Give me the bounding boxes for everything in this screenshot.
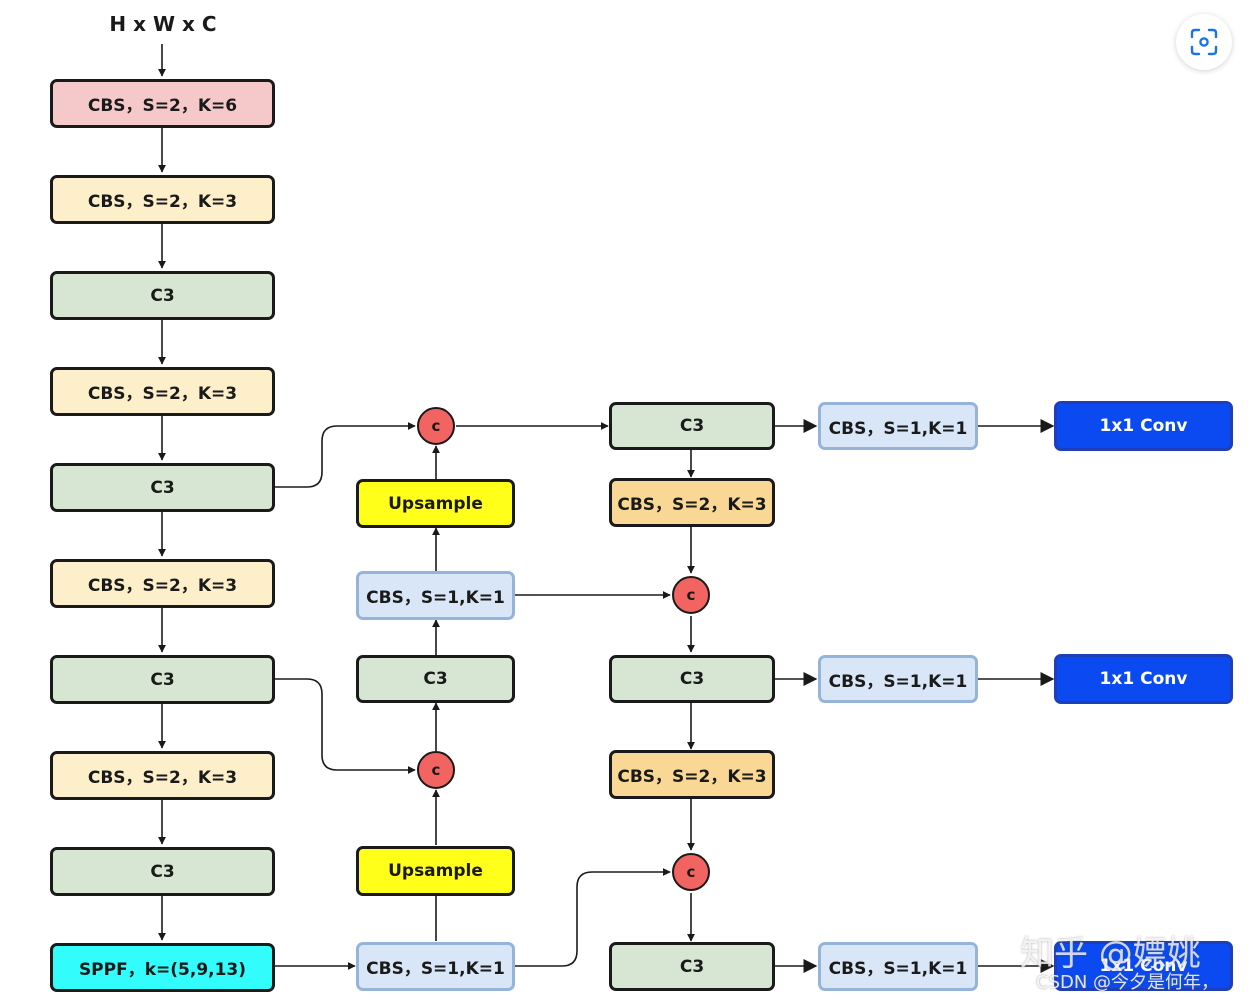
concat-node-lower: c [417, 751, 455, 789]
backbone-cbs-1: CBS，S=2，K=3 [50, 175, 275, 224]
input-shape-label: H x W x C [109, 12, 217, 36]
head-cbs-1: CBS，S=1,K=1 [818, 402, 978, 450]
neck-c3: C3 [356, 655, 515, 703]
backbone-c3-2: C3 [50, 463, 275, 512]
pan-cbs-down-1: CBS，S=2，K=3 [609, 478, 775, 527]
head-conv-2: 1x1 Conv [1054, 654, 1233, 704]
head-conv-1: 1x1 Conv [1054, 401, 1233, 451]
backbone-cbs-3: CBS，S=2，K=3 [50, 559, 275, 608]
head-cbs-2: CBS，S=1,K=1 [818, 655, 978, 703]
neck-cbs-bottom: CBS，S=1,K=1 [356, 942, 515, 991]
backbone-cbs-4: CBS，S=2，K=3 [50, 751, 275, 800]
backbone-cbs-k6: CBS，S=2，K=6 [50, 79, 275, 128]
backbone-c3-4: C3 [50, 847, 275, 896]
sppf-block: SPPF，k=(5,9,13) [50, 943, 275, 992]
scan-icon [1190, 28, 1218, 56]
pan-c3-top: C3 [609, 402, 775, 450]
pan-c3-mid: C3 [609, 655, 775, 703]
concat-node-bottom: c [672, 853, 710, 891]
neck-cbs-mid: CBS，S=1,K=1 [356, 571, 515, 620]
concat-node-top: c [417, 407, 455, 445]
backbone-c3-1: C3 [50, 271, 275, 320]
head-cbs-3: CBS，S=1,K=1 [818, 942, 978, 991]
scan-button[interactable] [1176, 14, 1232, 70]
backbone-c3-3: C3 [50, 655, 275, 704]
zhihu-watermark: 知乎 @嫖姚 [1020, 934, 1201, 974]
concat-node-mid: c [672, 576, 710, 614]
upsample-upper: Upsample [356, 479, 515, 528]
backbone-cbs-2: CBS，S=2，K=3 [50, 367, 275, 416]
upsample-lower: Upsample [356, 846, 515, 896]
csdn-watermark: CSDN @今夕是何年， [1036, 972, 1220, 993]
head-conv-3: 1x1 Conv [1054, 941, 1233, 991]
pan-c3-bottom: C3 [609, 942, 775, 991]
pan-cbs-down-2: CBS，S=2，K=3 [609, 750, 775, 799]
